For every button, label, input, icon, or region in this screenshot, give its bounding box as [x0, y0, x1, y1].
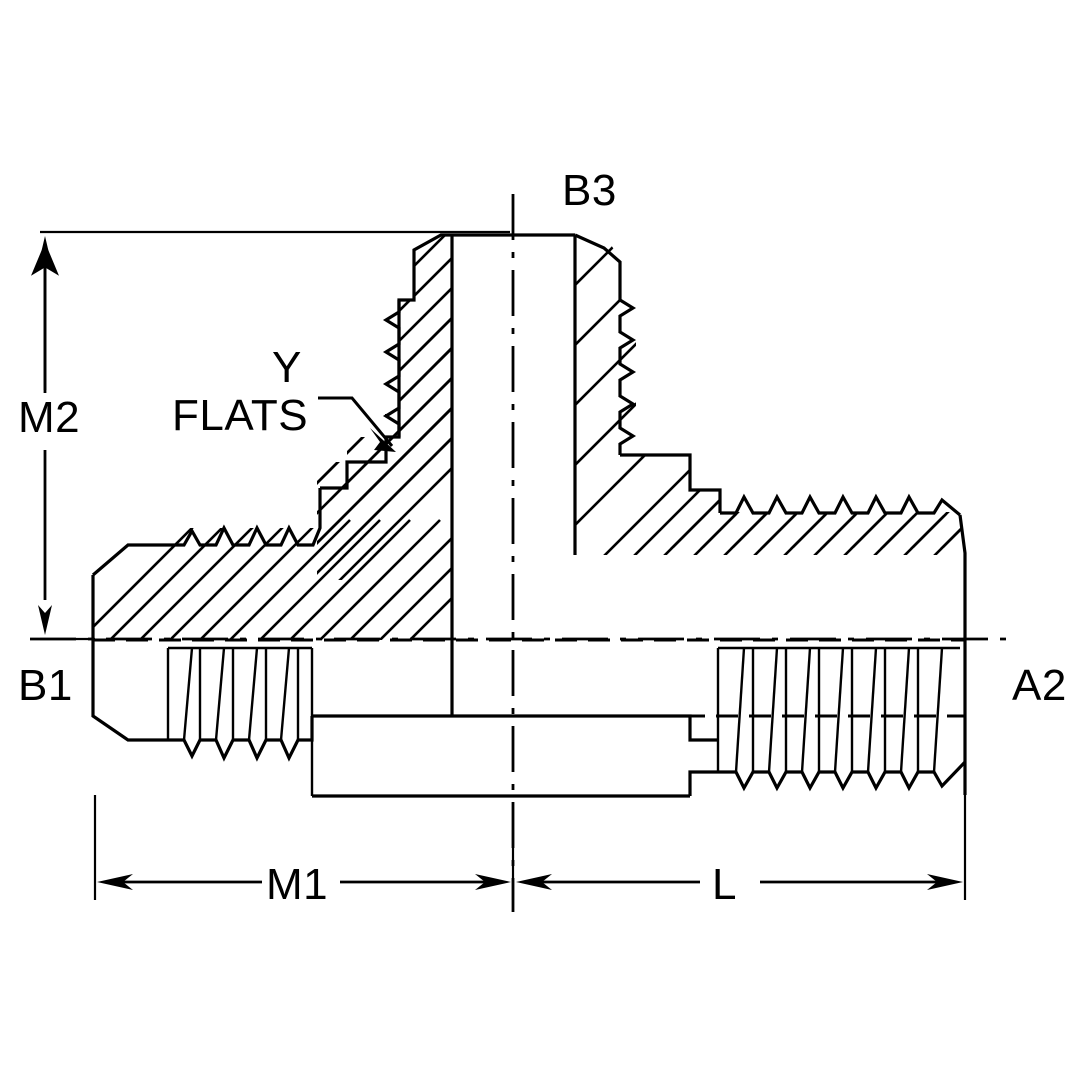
callout-label-y: Y [272, 343, 302, 392]
right-arm-thread-crests [720, 493, 962, 517]
internal-step-profile [312, 714, 718, 742]
section-hatching [93, 235, 965, 640]
m1-arrow-left [97, 874, 133, 890]
dimension-label-m2: M2 [18, 393, 80, 442]
thread-profile-detail [166, 646, 960, 773]
branch-right-chamfer [574, 233, 622, 300]
branch-left-thread-crests [382, 300, 401, 437]
right-arm-lower-thread-roots [718, 760, 967, 792]
callout-a2: A2 [1012, 661, 1067, 710]
left-arm-chamfer [91, 543, 168, 577]
m2-arrow-down [38, 605, 52, 635]
callout-label-b3: B3 [562, 166, 617, 215]
left-arm-lower-chamfer [91, 575, 168, 742]
callout-label-a2: A2 [1012, 661, 1067, 710]
dimension-m2: M2 [18, 230, 510, 641]
left-arm-lower-thread-roots [168, 716, 314, 762]
callout-y-flats: Y FLATS [172, 343, 396, 452]
y-flats-leader-arrow [370, 428, 396, 452]
dimension-label-m1: M1 [266, 860, 328, 909]
m1-arrow-right [475, 874, 511, 890]
right-body-step [688, 770, 718, 796]
l-arrow-right [927, 874, 963, 890]
dimension-m1: M1 [93, 795, 515, 909]
callout-label-flats: FLATS [172, 391, 308, 440]
right-hex-shoulder-step [620, 453, 722, 513]
left-arm-thread-crests [168, 488, 322, 547]
right-end-face [958, 514, 967, 795]
dimension-label-l: L [712, 860, 737, 909]
callout-b1: B1 [18, 661, 73, 710]
fitting-body-outline [91, 233, 967, 798]
branch-right-thread-crests [618, 298, 637, 455]
callout-b3: B3 [562, 166, 617, 215]
y-flats-leader-line [318, 396, 394, 447]
hatch-left-arm [93, 519, 452, 640]
internal-body-step [312, 714, 718, 742]
l-arrow-left [516, 874, 552, 890]
dimension-l: L [516, 795, 967, 909]
callout-label-b1: B1 [18, 661, 73, 710]
